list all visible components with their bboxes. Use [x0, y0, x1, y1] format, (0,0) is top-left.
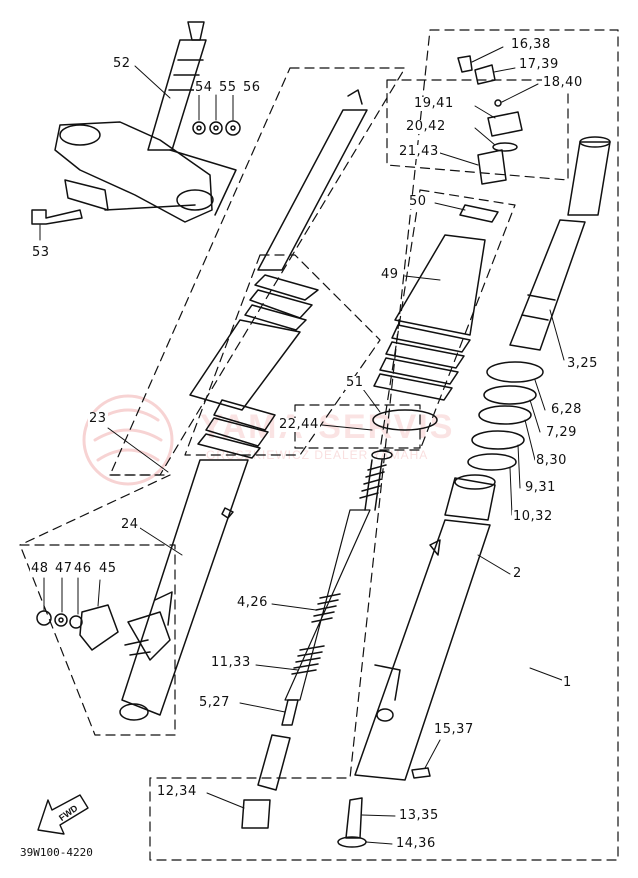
callout-13-35: 13,35	[398, 808, 440, 823]
fork-cap-parts	[457, 55, 523, 185]
diagram-reference-code: 39W100-4220	[20, 846, 93, 859]
damper-rod-assembly	[241, 450, 393, 829]
steering-stem	[31, 21, 214, 225]
callout-45: 45	[98, 561, 118, 576]
drain-bolt	[337, 797, 367, 848]
callout-50: 50	[408, 194, 428, 209]
callout-52: 52	[112, 56, 132, 71]
callout-9-31: 9,31	[524, 480, 557, 495]
callout-24: 24	[120, 517, 140, 532]
group-outline-axle	[19, 544, 176, 736]
right-inner-tube	[509, 136, 611, 351]
callout-11-33: 11,33	[210, 655, 252, 670]
callout-51: 51	[345, 375, 365, 390]
group-outline-leftleg	[19, 474, 171, 546]
callout-10-32: 10,32	[512, 509, 554, 524]
dashed-group-outlines	[19, 29, 619, 861]
leader-lines	[39, 46, 565, 845]
group-outline-damper	[294, 404, 421, 449]
callout-14-36: 14,36	[395, 836, 437, 851]
callout-7-29: 7,29	[545, 425, 578, 440]
left-fork-tube	[119, 89, 368, 721]
callout-18-40: 18,40	[542, 75, 584, 90]
callout-16-38: 16,38	[510, 37, 552, 52]
callout-56: 56	[242, 80, 262, 95]
callout-4-26: 4,26	[236, 595, 269, 610]
seal-rings	[467, 361, 544, 471]
callout-8-30: 8,30	[535, 453, 568, 468]
outer-fork-tube	[354, 474, 496, 781]
fwd-arrow	[37, 794, 89, 835]
callout-53: 53	[31, 245, 51, 260]
group-outline-cap	[386, 79, 569, 181]
callout-12-34: 12,34	[156, 784, 198, 799]
group-outline-right	[149, 29, 619, 861]
callout-5-27: 5,27	[198, 695, 231, 710]
callout-54: 54	[194, 80, 214, 95]
callout-55: 55	[218, 80, 238, 95]
callout-20-42: 20,42	[405, 119, 447, 134]
fork-boot-49	[372, 204, 499, 431]
callout-2: 2	[512, 566, 523, 581]
watermark-text: YAMA-SERVIS	[200, 408, 455, 446]
callout-47: 47	[54, 561, 74, 576]
callout-48: 48	[30, 561, 50, 576]
nuts-54-56	[169, 120, 241, 216]
callout-17-39: 17,39	[518, 57, 560, 72]
callout-46: 46	[73, 561, 93, 576]
watermark-logo	[82, 394, 174, 486]
callout-21-43: 21,43	[398, 144, 440, 159]
watermark-subtext: GRUSZKIEWICZ DEALER YAMAHA	[206, 448, 429, 462]
group-outline-inner	[184, 254, 381, 456]
callout-6-28: 6,28	[550, 402, 583, 417]
callout-19-41: 19,41	[413, 96, 455, 111]
callout-3-25: 3,25	[566, 356, 599, 371]
callout-23: 23	[88, 411, 108, 426]
callout-1: 1	[562, 675, 573, 690]
callout-49: 49	[380, 267, 400, 282]
callout-15-37: 15,37	[433, 722, 475, 737]
group-outline-boot	[379, 189, 516, 451]
callout-22-44: 22,44	[278, 417, 320, 432]
axle-clamp-parts	[36, 591, 173, 661]
